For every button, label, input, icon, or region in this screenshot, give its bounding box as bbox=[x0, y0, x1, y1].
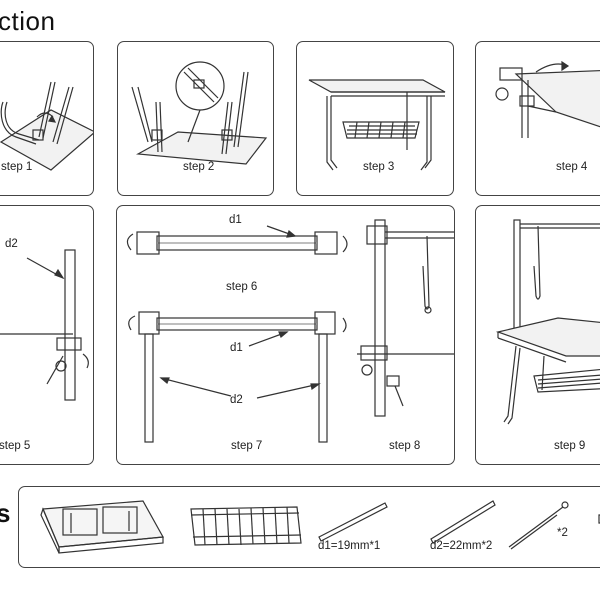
step-1-label: step 1 bbox=[1, 161, 33, 173]
step-5-panel: d2 step 5 bbox=[0, 205, 94, 465]
d1-rod-label: d1=19mm*1 bbox=[318, 540, 381, 552]
step-6-d1-label: d1 bbox=[229, 214, 242, 226]
step-7-label: step 7 bbox=[231, 440, 263, 452]
step-9-label: step 9 bbox=[554, 440, 586, 452]
step-3-panel: step 3 bbox=[296, 41, 454, 196]
parts-section-heading: s bbox=[0, 498, 11, 528]
step-2-illustration bbox=[131, 61, 268, 165]
step-5-d2-label: d2 bbox=[5, 238, 18, 250]
steps-6-8-illustration bbox=[126, 219, 454, 443]
step-6-8-panel: d1 step 6 d1 d2 step 7 step 8 bbox=[116, 205, 455, 465]
d2-rod-label: d2=22mm*2 bbox=[430, 540, 493, 552]
page-title: ction bbox=[0, 6, 56, 36]
step-9-panel: step 9 bbox=[475, 205, 600, 465]
step-6-label: step 6 bbox=[226, 281, 258, 293]
parts-panel: d1=19mm*1 d2=22mm*2 *2 bbox=[18, 486, 600, 568]
step-5-illustration bbox=[0, 249, 89, 401]
step-1-panel: step 1 bbox=[0, 41, 94, 196]
step-4-panel: step 4 bbox=[475, 41, 600, 196]
parts-illustration bbox=[40, 500, 600, 554]
step-7-d2-label: d2 bbox=[230, 394, 243, 406]
step-2-panel: step 2 bbox=[117, 41, 274, 196]
step-3-illustration bbox=[308, 79, 446, 171]
step-3-label: step 3 bbox=[363, 161, 395, 173]
leash-label: *2 bbox=[557, 527, 568, 539]
step-2-label: step 2 bbox=[183, 161, 215, 173]
step-4-label: step 4 bbox=[556, 161, 588, 173]
step-5-label: step 5 bbox=[0, 440, 31, 452]
step-9-illustration bbox=[495, 219, 600, 425]
step-8-label: step 8 bbox=[389, 440, 421, 452]
step-4-illustration bbox=[495, 60, 600, 138]
step-1-illustration bbox=[0, 81, 93, 171]
step-7-d1-label: d1 bbox=[230, 342, 243, 354]
